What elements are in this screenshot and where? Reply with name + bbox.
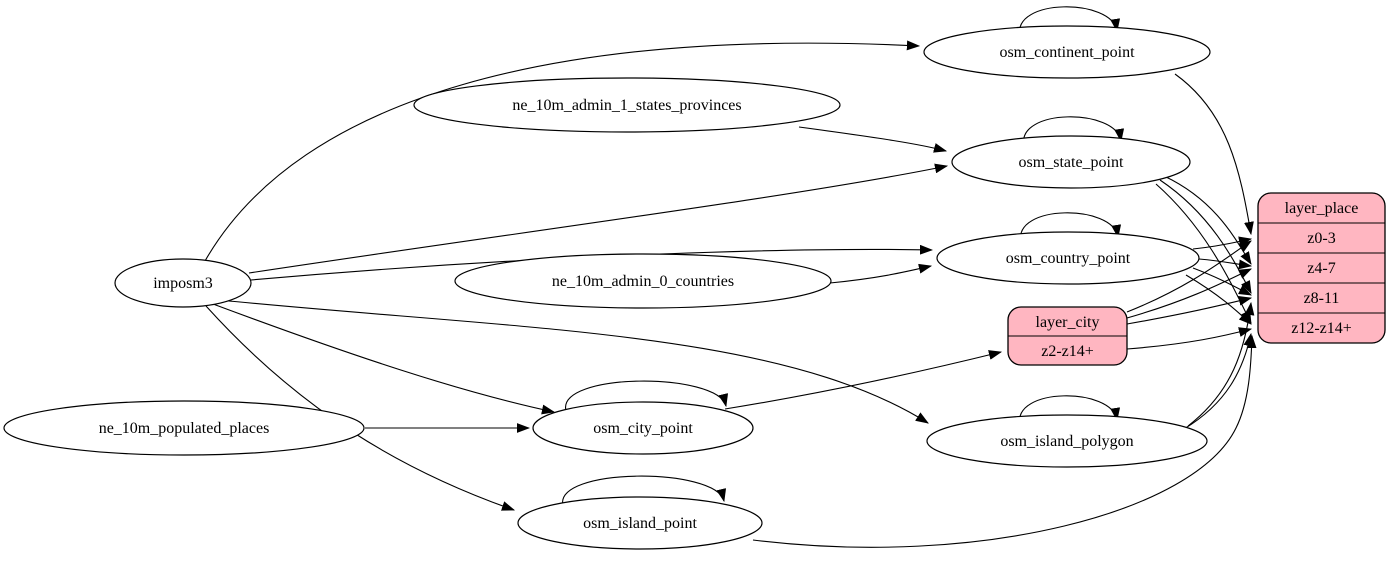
node-label: ne_10m_admin_1_states_provinces [512, 97, 741, 114]
node-ne-10m-admin-1-states-provinces: ne_10m_admin_1_states_provinces [413, 77, 841, 133]
edge-osm_continent_point-layer_place-z0-3 [1174, 73, 1254, 236]
edge-self-osm_state_point [1023, 116, 1125, 147]
edge-layer [204, 6, 1257, 548]
record-header: layer_city [1036, 314, 1100, 331]
node-osm-city-point: osm_city_point [532, 401, 754, 455]
node-label: osm_island_polygon [1000, 433, 1133, 450]
node-label: osm_country_point [1006, 250, 1131, 267]
edge-osm_island_polygon-layer_place-z8-11 [1187, 301, 1255, 427]
edge-osm_state_point-layer_place-z12-z14 [1155, 183, 1252, 324]
node-ne-10m-admin-0-countries: ne_10m_admin_0_countries [454, 253, 832, 309]
node-osm-island-point: osm_island_point [517, 496, 763, 550]
record-row: z8-11 [1304, 290, 1340, 307]
edge-layer_city-layer_place-z12-z14 [1126, 327, 1253, 350]
edge-imposm3-osm_continent_point [204, 40, 921, 262]
node-osm-island-polygon: osm_island_polygon [926, 414, 1208, 468]
node-label: ne_10m_admin_0_countries [552, 273, 734, 290]
edge-layer_city-layer_place-z8-11 [1126, 296, 1253, 325]
edge-imposm3-osm_island_polygon [218, 299, 929, 424]
node-imposm3: imposm3 [114, 258, 252, 308]
edge-ne_10m_admin_0_countries-osm_country_point [829, 263, 933, 284]
node-ne-10m-populated-places: ne_10m_populated_places [3, 400, 365, 456]
edge-imposm3-osm_state_point [248, 163, 949, 274]
node-layer: imposm3 ne_10m_admin_1_states_provinces … [3, 25, 1386, 550]
edge-self-osm_island_point [562, 475, 726, 507]
record-header: layer_place [1285, 200, 1359, 217]
edge-osm_state_point-layer_place-z8-11 [1159, 179, 1252, 294]
edge-imposm3-osm_city_point [212, 303, 556, 415]
record-row: z12-z14+ [1291, 320, 1352, 337]
edge-osm_island_point-layer_place-z12-z14 [752, 334, 1257, 548]
edge-self-osm_continent_point [1019, 6, 1121, 37]
edge-osm_country_point-layer_place-z4-7 [1198, 258, 1253, 270]
record-row: z4-7 [1307, 260, 1335, 277]
node-layer-city: layer_city z2-z14+ [1007, 306, 1128, 366]
edge-osm_state_point-layer_place-z4-7 [1163, 175, 1252, 265]
edge-osm_country_point-layer_place-z12-z14 [1185, 274, 1252, 325]
node-label: osm_state_point [1019, 154, 1124, 171]
edge-osm_country_point-layer_place-z0-3 [1192, 236, 1253, 250]
record-row: z0-3 [1307, 230, 1335, 247]
node-label: osm_island_point [583, 515, 697, 532]
node-label: osm_city_point [593, 420, 693, 437]
edge-self-osm_country_point [1020, 212, 1122, 243]
node-osm-state-point: osm_state_point [951, 135, 1191, 189]
edge-self-osm_city_point [565, 380, 728, 412]
node-layer-place: layer_place z0-3 z4-7 z8-11 z12-z14+ [1257, 192, 1386, 344]
node-osm-country-point: osm_country_point [936, 231, 1200, 285]
edge-layer_city-layer_place-z4-7 [1126, 268, 1252, 319]
edge-self-osm_island_polygon [1019, 395, 1121, 426]
edge-ne_10m_admin_1_states_provinces-osm_state_point [798, 126, 948, 153]
node-osm-continent-point: osm_continent_point [923, 25, 1211, 79]
node-label: ne_10m_populated_places [99, 420, 270, 437]
edge-layer_city-layer_place-z0-3 [1126, 240, 1252, 313]
node-label: osm_continent_point [999, 44, 1135, 61]
node-label: imposm3 [153, 275, 213, 292]
edge-osm_country_point-layer_place-z8-11 [1192, 267, 1252, 296]
record-row: z2-z14+ [1041, 343, 1094, 360]
edge-osm_city_point-layer_city-z2-z14 [724, 350, 1003, 410]
